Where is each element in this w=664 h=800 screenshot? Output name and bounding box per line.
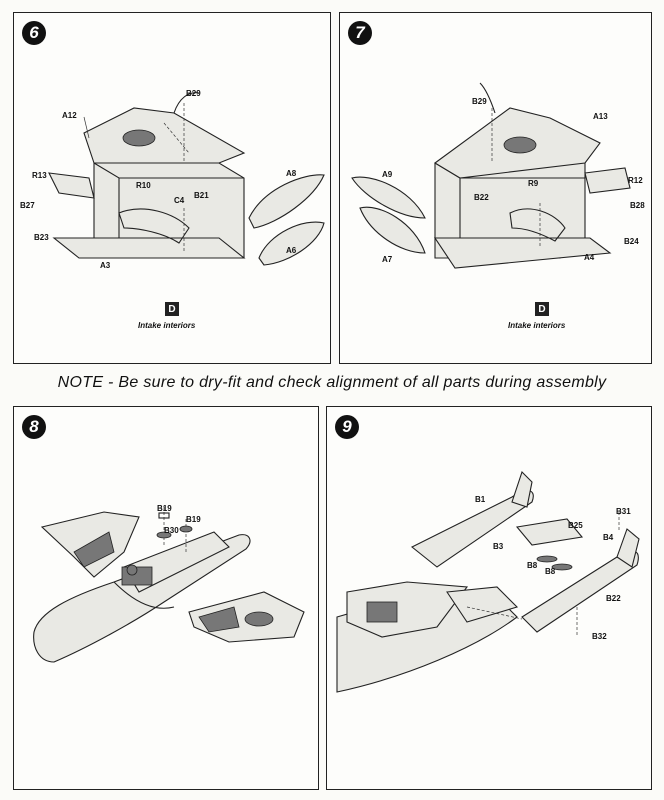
label-b29: B29 bbox=[472, 97, 487, 106]
label-c4: C4 bbox=[174, 196, 185, 205]
decal-marker-d: D bbox=[535, 302, 549, 316]
label-a8: A8 bbox=[286, 169, 297, 178]
label-b30: B30 bbox=[164, 526, 179, 535]
label-a3: A3 bbox=[100, 261, 111, 270]
step-8-panel: 8 B19 B30 B19 bbox=[13, 406, 319, 790]
label-b28: B28 bbox=[630, 201, 645, 210]
label-b22: B22 bbox=[606, 594, 621, 603]
label-b19-right: B19 bbox=[186, 515, 201, 524]
label-r13: R13 bbox=[32, 171, 47, 180]
label-r9: R9 bbox=[528, 179, 539, 188]
step-8-illustration bbox=[33, 507, 305, 663]
label-b4: B4 bbox=[603, 533, 614, 542]
label-b1: B1 bbox=[475, 495, 486, 504]
label-b3: B3 bbox=[493, 542, 504, 551]
step-8-number: 8 bbox=[22, 415, 46, 439]
label-a9: A9 bbox=[382, 170, 393, 179]
step-9-number: 9 bbox=[335, 415, 359, 439]
label-b22: B22 bbox=[474, 193, 489, 202]
label-a6: A6 bbox=[286, 246, 297, 255]
label-b8-lower: B8 bbox=[545, 567, 556, 576]
label-b23: B23 bbox=[34, 233, 49, 242]
label-a4: A4 bbox=[584, 253, 595, 262]
step-6-panel: 6 A12 B29 R13 R10 C4 B21 A8 B27 B23 A3 A… bbox=[13, 12, 331, 364]
label-r10: R10 bbox=[136, 181, 151, 190]
label-b31: B31 bbox=[616, 507, 631, 516]
decal-caption: Intake interiors bbox=[138, 321, 196, 330]
label-b29: B29 bbox=[186, 89, 201, 98]
step-9-panel: 9 B1 B31 B25 B3 B4 B8 B8 B22 B32 bbox=[326, 406, 652, 790]
label-b21: B21 bbox=[194, 191, 209, 200]
label-b8-upper: B8 bbox=[527, 561, 538, 570]
decal-caption: Intake interiors bbox=[508, 321, 566, 330]
step-9-illustration bbox=[336, 470, 640, 693]
step-6-illustration bbox=[48, 92, 325, 266]
step-7-illustration bbox=[351, 82, 631, 269]
label-a7: A7 bbox=[382, 255, 393, 264]
label-b25: B25 bbox=[568, 521, 583, 530]
assembly-note: NOTE - Be sure to dry-fit and check alig… bbox=[57, 374, 607, 391]
label-b32: B32 bbox=[592, 632, 607, 641]
step-7-panel: 7 B29 A13 A9 R9 R12 B22 B28 A7 B24 A4 D … bbox=[339, 12, 652, 364]
label-a12: A12 bbox=[62, 111, 77, 120]
step-7-number: 7 bbox=[348, 21, 372, 45]
step-6-number: 6 bbox=[22, 21, 46, 45]
label-r12: R12 bbox=[628, 176, 643, 185]
label-b19-left: B19 bbox=[157, 504, 172, 513]
label-b27: B27 bbox=[20, 201, 35, 210]
label-a13: A13 bbox=[593, 112, 608, 121]
label-b24: B24 bbox=[624, 237, 639, 246]
decal-marker-d: D bbox=[165, 302, 179, 316]
